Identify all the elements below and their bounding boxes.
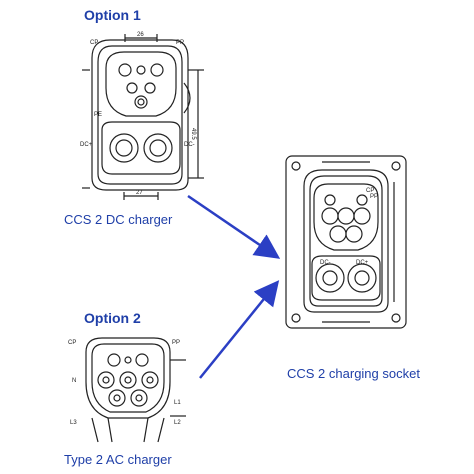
opt1-cp-label: CP bbox=[90, 40, 98, 46]
ccs2-socket-drawing: DC- DC+ CP PP bbox=[285, 155, 407, 329]
option2-heading: Option 2 bbox=[84, 310, 141, 326]
type2-ac-charger-drawing: CP PP N L1 L2 L3 bbox=[68, 337, 186, 443]
opt1-dim-top: 26 bbox=[137, 32, 144, 38]
opt2-pp-label: PP bbox=[172, 340, 180, 346]
ccs2-dc-charger-drawing: CP PP PE DC+ DC- 26 27 49.5 bbox=[80, 32, 204, 200]
opt2-l3-label: L3 bbox=[70, 420, 77, 426]
opt1-dim-bottom: 27 bbox=[136, 190, 143, 196]
opt2-l1-label: L1 bbox=[174, 400, 181, 406]
arrow-option1-to-socket bbox=[187, 194, 281, 259]
arrow-option2-to-socket bbox=[199, 280, 280, 379]
opt1-dc-plus-label: DC+ bbox=[80, 142, 93, 148]
opt1-pp-label: PP bbox=[176, 40, 184, 46]
socket-dc-minus-label: DC- bbox=[320, 260, 331, 266]
socket-caption: CCS 2 charging socket bbox=[287, 366, 420, 381]
opt2-cp-label: CP bbox=[68, 340, 76, 346]
option1-caption: CCS 2 DC charger bbox=[64, 212, 173, 227]
option1-heading: Option 1 bbox=[84, 7, 141, 23]
opt2-l2-label: L2 bbox=[174, 420, 181, 426]
opt1-dim-side: 49.5 bbox=[190, 128, 196, 140]
socket-dc-plus-label: DC+ bbox=[356, 260, 369, 266]
opt1-dc-minus-label: DC- bbox=[184, 142, 195, 148]
socket-pp-label: PP bbox=[370, 194, 378, 200]
socket-cp-label: CP bbox=[366, 188, 374, 194]
opt2-n-label: N bbox=[72, 378, 76, 384]
option2-caption: Type 2 AC charger bbox=[64, 452, 172, 467]
opt1-pe-label: PE bbox=[94, 112, 102, 118]
